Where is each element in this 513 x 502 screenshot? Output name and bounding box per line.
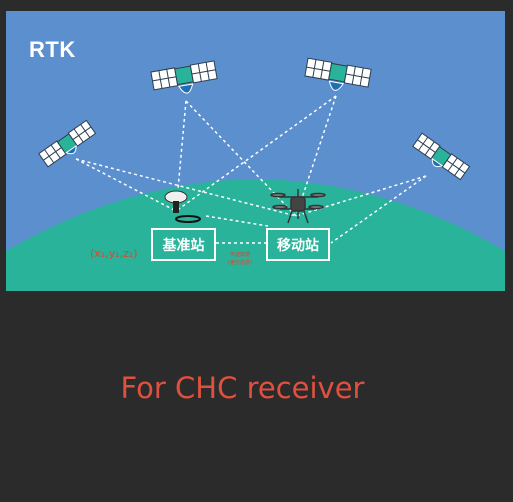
base-coordinates-label: (x₁,y₁,z₁) [90, 247, 138, 260]
rtk-scene [6, 57, 505, 291]
slide-title: RTK [29, 37, 76, 62]
satellite-icon [150, 60, 218, 94]
drone-icon [270, 189, 326, 224]
earth-ground [6, 179, 505, 291]
satellite-icon [412, 132, 471, 181]
satellite-icon [304, 57, 372, 91]
base-antenna-icon [164, 190, 201, 223]
data-link-note: 传送数据 [229, 252, 250, 258]
data-link-subnote: (差分信息) [228, 260, 252, 266]
satellite-icon [38, 119, 97, 168]
signal-lines [75, 95, 427, 244]
caption-text: For CHC receiver [120, 371, 365, 405]
base-station-label: 基准站 [151, 228, 216, 261]
rtk-diagram-slide: RTK 基准站 移动站 (x₁,y₁,z₁) 传送数据 (差分信息) [6, 11, 505, 291]
mobile-station-label: 移动站 [266, 228, 330, 261]
